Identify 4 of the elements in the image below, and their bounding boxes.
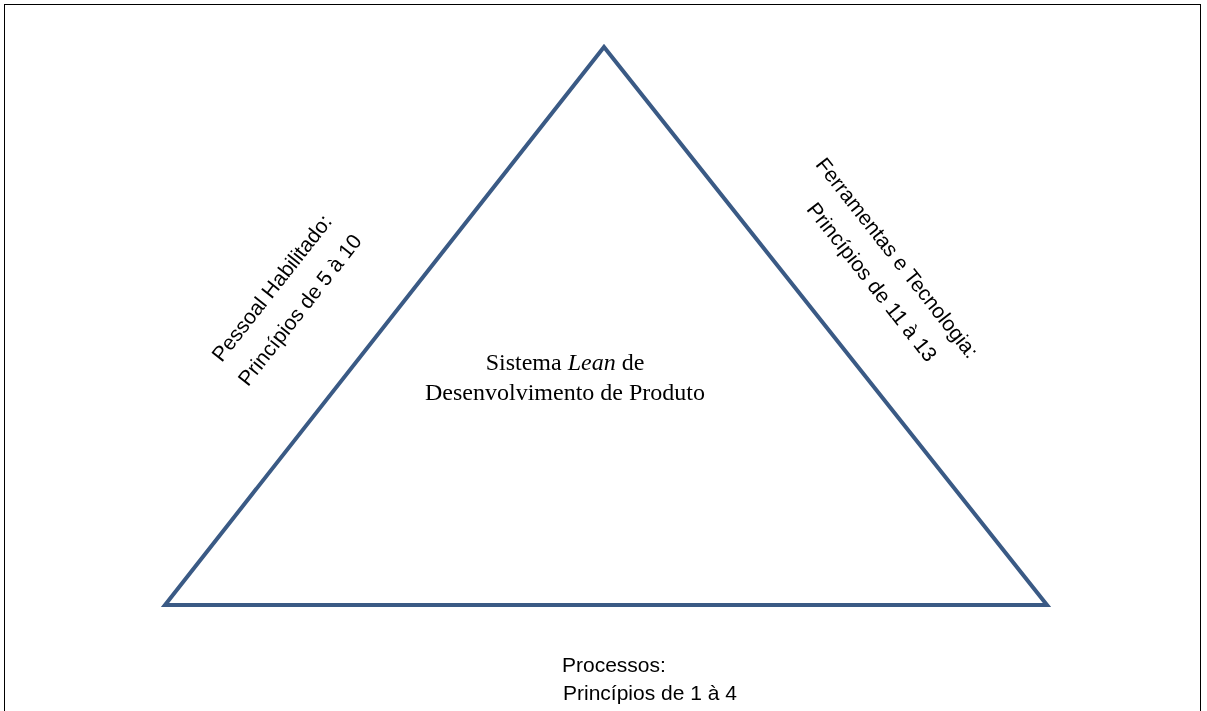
center-title: Sistema Lean de Desenvolvimento de Produto [424, 348, 706, 407]
base-label: Processos: [562, 653, 666, 677]
triangle-shape [160, 42, 1052, 610]
base-label: Princípios de 1 à 4 [563, 681, 737, 705]
